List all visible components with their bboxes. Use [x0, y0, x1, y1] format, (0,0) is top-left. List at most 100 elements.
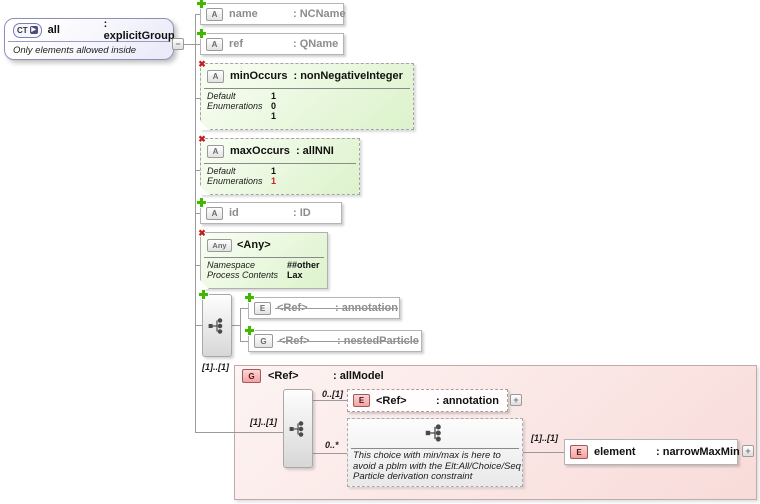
choice-note: This choice with min/max is here to avoi… — [348, 449, 522, 483]
cardinality-label: [1]..[1] — [202, 362, 229, 372]
model-group-icon — [208, 317, 223, 334]
connector-line — [195, 432, 234, 433]
attribute-node-name[interactable]: A name : NCName — [196, 0, 346, 25]
divider — [351, 448, 519, 449]
group-icon: G — [242, 369, 261, 383]
node-name: ref — [229, 38, 244, 50]
attribute-icon: A — [207, 144, 224, 158]
any-attribute-node[interactable]: ✖ Any <Any> Namespace##other Process Con… — [198, 228, 328, 289]
element-node-narrowmaxmin[interactable]: E element : narrowMaxMin — [564, 439, 740, 465]
connector-line — [232, 325, 240, 326]
add-icon — [244, 292, 255, 303]
attribute-icon: A — [206, 7, 223, 21]
node-name: minOccurs — [230, 70, 288, 82]
ref-node-nestedparticle[interactable]: G <Ref> : nestedParticle — [244, 325, 422, 352]
folded-corner — [200, 186, 209, 195]
attribute-node-minoccurs[interactable]: ✖ A minOccurs : nonNegativeInteger Defau… — [198, 59, 414, 130]
choice-note-line: Particle derivation constraint — [353, 471, 473, 482]
connector-line — [195, 98, 201, 99]
facet-label: Process Contents — [207, 270, 279, 280]
inner-compositor-node[interactable] — [283, 389, 313, 468]
connector-line — [195, 265, 201, 266]
node-name: <Any> — [237, 239, 271, 251]
node-name: <Ref> — [268, 370, 299, 382]
facet-label: Enumerations — [207, 101, 263, 111]
attribute-icon: A — [206, 37, 223, 51]
facet-value: 1 — [271, 111, 277, 121]
facet-label: Namespace — [207, 260, 256, 270]
choice-node[interactable]: This choice with min/max is here to avoi… — [347, 418, 523, 487]
node-type: : NCName — [293, 8, 346, 20]
add-icon — [196, 0, 207, 9]
element-icon: E — [254, 301, 271, 315]
complextype-icon: CT ▶ — [13, 22, 42, 38]
divider — [8, 41, 170, 42]
node-type: : nonNegativeInteger — [293, 70, 403, 82]
complextype-node-all[interactable]: CT ▶ all : explicitGroup Only elements a… — [4, 18, 175, 60]
choice-icon — [425, 424, 441, 442]
cardinality-label: [1]..[1] — [250, 417, 277, 427]
add-icon — [196, 28, 207, 39]
facet-value: 0 — [271, 101, 277, 111]
add-icon — [198, 289, 209, 300]
node-type: : QName — [293, 38, 339, 50]
arrow-icon: ▶ — [29, 26, 38, 34]
facet-label: Default — [207, 91, 236, 101]
attribute-icon: A — [206, 206, 223, 220]
node-note: Only elements allowed inside — [13, 45, 137, 56]
facet-value: ##other — [287, 260, 320, 270]
facet-value: Lax — [287, 270, 303, 280]
facet-label: Enumerations — [207, 176, 263, 186]
node-name: element — [594, 446, 636, 458]
connector-line — [195, 14, 196, 432]
node-name: <Ref> — [376, 394, 407, 407]
cardinality-label: 0..* — [325, 440, 339, 450]
connector-line — [240, 341, 248, 342]
node-name: name — [229, 8, 258, 20]
expand-toggle[interactable]: + — [510, 394, 522, 406]
connector-line — [240, 308, 248, 309]
divider — [204, 88, 410, 89]
element-icon: E — [570, 445, 588, 459]
any-icon: Any — [207, 238, 232, 252]
choice-note-line: This choice with min/max is here to — [353, 450, 501, 461]
node-type: : explicitGroup — [103, 18, 175, 42]
connector-line — [195, 44, 201, 45]
attribute-node-ref[interactable]: A ref : QName — [196, 28, 344, 55]
collapse-toggle[interactable]: − — [172, 38, 184, 50]
compositor-node[interactable] — [198, 289, 232, 357]
facet-value: 1 — [271, 166, 277, 176]
node-type: : ID — [293, 207, 311, 219]
group-header: G <Ref> : allModel — [242, 369, 384, 383]
model-group-icon — [289, 420, 304, 437]
choice-note-line: avoid a pblm with the Elt:All/Choice/Seq — [353, 460, 521, 472]
ref-node-annotation-inner[interactable]: E <Ref> : annotation — [347, 389, 508, 412]
divider — [204, 257, 324, 258]
connector-line — [195, 325, 203, 326]
complextype-icon-label: CT — [17, 25, 28, 35]
node-name: id — [229, 207, 239, 219]
attribute-icon: A — [207, 69, 224, 83]
node-name: <Ref> — [279, 335, 310, 347]
connector-line — [195, 14, 201, 15]
connector-line — [240, 308, 241, 341]
attribute-node-id[interactable]: A id : ID — [196, 197, 342, 224]
node-type: : narrowMaxMin — [656, 446, 740, 458]
connector-line — [195, 213, 201, 214]
connector-line — [313, 453, 347, 454]
node-type: : annotation — [335, 302, 398, 314]
cardinality-label: [1]..[1] — [531, 433, 558, 443]
facet-label: Default — [207, 166, 236, 176]
node-type: : annotation — [436, 394, 499, 407]
group-icon: G — [254, 334, 273, 348]
connector-line — [313, 400, 347, 401]
facet-value: 1 — [271, 176, 277, 186]
expand-toggle[interactable]: + — [742, 445, 754, 457]
node-type: : nestedParticle — [337, 335, 419, 347]
node-type: : allNNI — [295, 145, 334, 157]
connector-line — [184, 44, 195, 45]
ref-node-annotation[interactable]: E <Ref> : annotation — [244, 292, 400, 319]
node-name: <Ref> — [277, 302, 308, 314]
